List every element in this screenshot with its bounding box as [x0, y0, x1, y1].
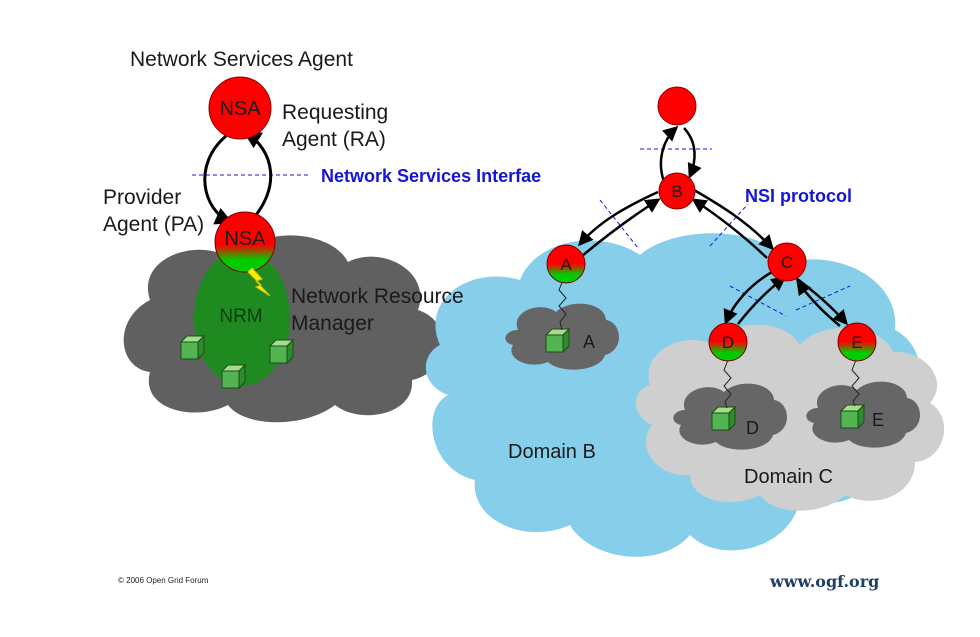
requesting-nsa-node — [208, 76, 272, 140]
resource-cube-d — [711, 406, 736, 431]
node-a — [546, 244, 586, 284]
node-b-label: B — [671, 182, 682, 201]
resource-e-label: E — [872, 410, 884, 430]
nsa-title: Network Services Agent — [130, 48, 353, 71]
node-e-label: E — [851, 333, 862, 352]
provider-agent-label-line2: Agent (PA) — [103, 213, 205, 236]
arrow-a-b — [581, 198, 661, 257]
requesting-nsa-label: NSA — [219, 98, 261, 120]
node-b — [658, 172, 696, 210]
requesting-agent-label-line1: Requesting — [282, 101, 389, 124]
node-c-label: C — [781, 253, 793, 272]
lightning-icon — [247, 267, 271, 297]
nrm-resource-cube-2 — [269, 339, 294, 364]
resource-cube-a — [545, 328, 570, 353]
domain-b-label: Domain B — [508, 441, 596, 463]
provider-agent-label-line1: Provider — [103, 186, 182, 209]
ab-interface-line — [599, 199, 639, 249]
node-d-label: D — [722, 333, 734, 352]
ce-interface-line — [795, 285, 851, 311]
requesting-agent-label-line2: Agent (RA) — [282, 128, 386, 151]
copyright-text: © 2006 Open Grid Forum — [118, 576, 209, 585]
arrow-c-d — [723, 270, 773, 325]
arrow-b-c — [693, 188, 775, 251]
nrm-resource-cube-3 — [221, 364, 246, 389]
domain-c-cloud — [636, 324, 945, 511]
network-services-interface-label: Network Services Interfae — [321, 166, 542, 186]
arrow-top-b-down — [683, 127, 702, 179]
nrm-description-line1: Network Resource — [291, 285, 464, 308]
arrow-c-b — [691, 198, 768, 259]
resource-a-label: A — [583, 332, 595, 352]
node-e — [837, 322, 877, 362]
link-e-resource — [851, 359, 860, 407]
nrm-label: NRM — [219, 306, 262, 327]
node-top — [657, 86, 697, 126]
nsi-protocol-label: NSI protocol — [745, 186, 852, 206]
domain-c-label: Domain C — [744, 466, 833, 488]
arrow-e-c — [796, 279, 841, 327]
resource-cube-e — [840, 404, 865, 429]
arrow-b-top-up — [659, 125, 679, 183]
node-d — [708, 322, 748, 362]
nrm-resource-cube-1 — [180, 335, 205, 360]
resource-d-label: D — [746, 418, 759, 438]
link-a-resource — [558, 279, 567, 331]
reply-arrow — [242, 131, 273, 224]
provider-nsa-label: NSA — [224, 228, 266, 250]
provider-nsa-node — [214, 211, 276, 273]
arrow-d-c — [737, 276, 787, 325]
ogf-website-link[interactable]: www.ogf.org — [770, 572, 880, 591]
nrm-description-line2: Manager — [291, 312, 374, 335]
request-arrow — [203, 134, 234, 225]
node-a-label: A — [560, 255, 572, 274]
link-d-resource — [723, 359, 732, 409]
nrm-ellipse — [194, 250, 290, 386]
node-c — [767, 242, 807, 282]
arrow-b-a — [578, 190, 659, 247]
